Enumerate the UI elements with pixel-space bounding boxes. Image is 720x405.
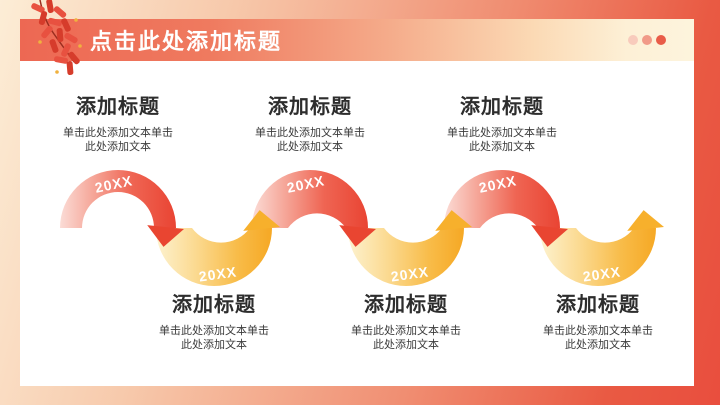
item-body[interactable]: 单击此处添加文本单击此处添加文本 — [351, 325, 461, 351]
arc-segment-red — [444, 170, 560, 228]
arrow-down-icon — [147, 225, 185, 247]
timeline-item-text[interactable]: 添加标题 单击此处添加文本单击此处添加文本 — [417, 95, 587, 154]
decor-dots — [628, 35, 666, 45]
arc-segment-yellow — [348, 228, 464, 286]
year-label[interactable]: 20XX — [477, 172, 518, 196]
arc-segment-red — [60, 170, 176, 228]
timeline-item-text[interactable]: 添加标题 单击此处添加文本单击此处添加文本 — [129, 293, 299, 352]
arc-segment-yellow — [156, 228, 272, 286]
timeline-item-text[interactable]: 添加标题 单击此处添加文本单击此处添加文本 — [33, 95, 203, 154]
timeline-arcs — [60, 170, 656, 286]
timeline-item-text[interactable]: 添加标题 单击此处添加文本单击此处添加文本 — [321, 293, 491, 352]
item-heading[interactable]: 添加标题 — [556, 294, 640, 316]
arrow-up-icon — [435, 210, 473, 231]
timeline-wave: 20XX 20XX 20XX 20XX 20XX 20XX — [60, 170, 665, 286]
year-label[interactable]: 20XX — [285, 172, 326, 196]
year-label[interactable]: 20XX — [198, 263, 238, 284]
timeline-item-text[interactable]: 添加标题 单击此处添加文本单击此处添加文本 — [225, 95, 395, 154]
arrow-up-icon — [627, 210, 665, 231]
item-heading[interactable]: 添加标题 — [460, 96, 544, 118]
arrow-down-icon — [339, 225, 377, 247]
item-heading[interactable]: 添加标题 — [76, 96, 160, 118]
item-body[interactable]: 单击此处添加文本单击此处添加文本 — [543, 325, 653, 351]
year-label[interactable]: 20XX — [390, 263, 430, 284]
dot-icon — [642, 35, 652, 45]
dot-icon — [656, 35, 666, 45]
timeline-arrows — [147, 210, 665, 247]
item-body[interactable]: 单击此处添加文本单击此处添加文本 — [447, 127, 557, 153]
item-body[interactable]: 单击此处添加文本单击此处添加文本 — [159, 325, 269, 351]
slide-header: 点击此处添加标题 — [20, 19, 694, 61]
year-labels: 20XX 20XX 20XX 20XX 20XX 20XX — [93, 172, 621, 284]
item-heading[interactable]: 添加标题 — [268, 96, 352, 118]
arc-segment-red — [252, 170, 368, 228]
item-body[interactable]: 单击此处添加文本单击此处添加文本 — [63, 127, 173, 153]
arc-segment-yellow — [540, 228, 656, 286]
year-label[interactable]: 20XX — [582, 263, 622, 284]
year-label[interactable]: 20XX — [93, 172, 134, 196]
arrow-up-icon — [243, 210, 281, 231]
timeline-item-text[interactable]: 添加标题 单击此处添加文本单击此处添加文本 — [513, 293, 683, 352]
item-body[interactable]: 单击此处添加文本单击此处添加文本 — [255, 127, 365, 153]
slide-title[interactable]: 点击此处添加标题 — [90, 29, 283, 54]
firecracker-icon — [31, 0, 82, 76]
item-heading[interactable]: 添加标题 — [172, 294, 256, 316]
dot-icon — [628, 35, 638, 45]
item-heading[interactable]: 添加标题 — [364, 294, 448, 316]
arrow-down-icon — [531, 225, 569, 247]
